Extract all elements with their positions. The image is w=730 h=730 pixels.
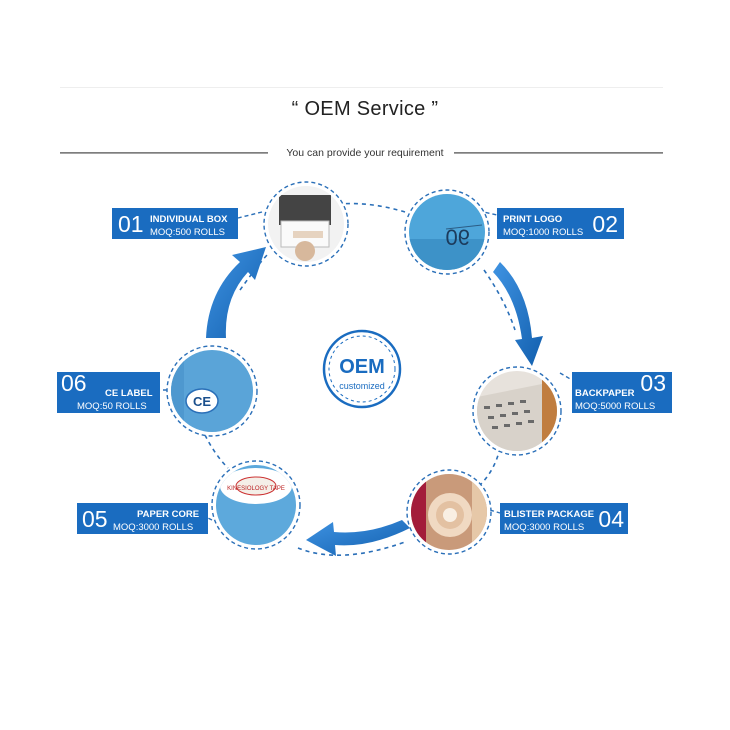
arrow-right-down xyxy=(493,262,543,366)
step-02-number: 02 xyxy=(592,211,618,237)
step-04-moq: MOQ:3000 ROLLS xyxy=(504,522,585,533)
step-02-label: PRINT LOGO MOQ:1000 ROLLS 02 xyxy=(497,208,624,239)
step-04-title: BLISTER PACKAGE xyxy=(504,509,595,520)
page-title: “ OEM Service ” xyxy=(291,98,439,120)
arrow-left xyxy=(306,520,410,556)
step-06-label: 06 CE LABEL MOQ:50 ROLLS xyxy=(57,372,160,413)
paper-core-photo: KINESIOLOGY TAPE xyxy=(211,460,301,550)
step-03-label: BACKPAPER MOQ:5000 ROLLS 03 xyxy=(572,372,672,413)
step-05-title: PAPER CORE xyxy=(137,509,200,520)
subtitle-rule-left xyxy=(60,152,268,154)
print-logo-photo: 90 xyxy=(404,189,490,275)
top-divider xyxy=(60,87,663,88)
oem-badge-title: OEM xyxy=(339,356,385,378)
blister-package-photo xyxy=(406,469,492,555)
step-03-title: BACKPAPER xyxy=(575,388,635,399)
ce-mark: CE xyxy=(193,394,211,409)
step-06-moq: MOQ:50 ROLLS xyxy=(77,401,147,412)
oem-badge-subtitle: customized xyxy=(339,381,385,391)
ce-label-photo: CE xyxy=(166,345,258,437)
step-04-label: BLISTER PACKAGE MOQ:3000 ROLLS 04 xyxy=(500,503,628,534)
step-06-number: 06 xyxy=(61,370,87,396)
individual-box-photo xyxy=(263,181,349,267)
step-01-number: 01 xyxy=(118,211,144,237)
step-01-moq: MOQ:500 ROLLS xyxy=(150,227,225,238)
step-03-number: 03 xyxy=(640,370,666,396)
step-02-moq: MOQ:1000 ROLLS xyxy=(503,227,584,238)
step-01-label: 01 INDIVIDUAL BOX MOQ:500 ROLLS xyxy=(112,208,238,239)
step-05-number: 05 xyxy=(82,506,108,532)
subtitle-rule-right xyxy=(454,152,663,154)
backpaper-photo xyxy=(472,366,562,456)
arrow-up xyxy=(206,247,266,338)
svg-text:90: 90 xyxy=(446,225,470,250)
step-03-moq: MOQ:5000 ROLLS xyxy=(575,401,656,412)
step-06-title: CE LABEL xyxy=(105,388,153,399)
step-04-number: 04 xyxy=(598,506,624,532)
step-02-title: PRINT LOGO xyxy=(503,214,563,225)
oem-badge: OEM customized xyxy=(322,329,402,409)
paper-core-text: KINESIOLOGY TAPE xyxy=(227,486,285,492)
step-05-moq: MOQ:3000 ROLLS xyxy=(113,522,194,533)
step-05-label: 05 PAPER CORE MOQ:3000 ROLLS xyxy=(77,503,208,534)
step-01-title: INDIVIDUAL BOX xyxy=(150,214,228,225)
page-subtitle: You can provide your requirement xyxy=(286,147,444,159)
